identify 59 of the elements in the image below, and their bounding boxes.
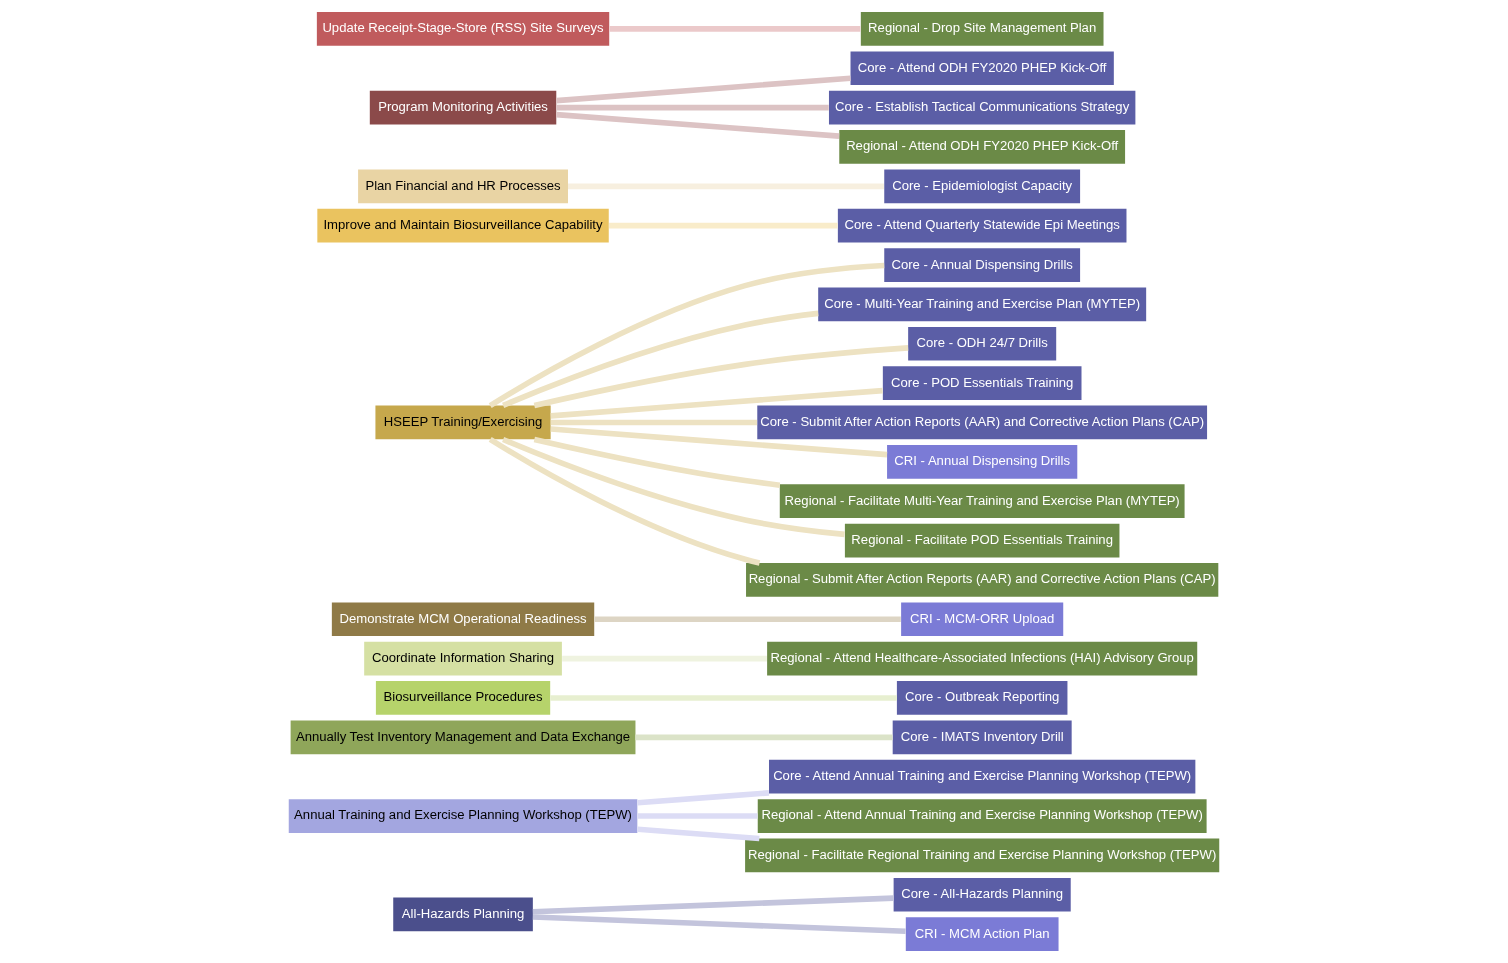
node-box: CRI - MCM-ORR Upload — [901, 602, 1064, 637]
node-box: Core - Outbreak Reporting — [896, 681, 1068, 715]
node-box: Regional - Attend ODH FY2020 PHEP Kick-Off — [839, 130, 1126, 164]
node-box: HSEEP Training/Exercising — [375, 405, 551, 440]
connector — [550, 426, 888, 458]
connector — [488, 436, 761, 566]
connector — [562, 655, 767, 662]
node-box: Plan Financial and HR Processes — [358, 169, 568, 204]
connector — [533, 436, 781, 488]
connector — [550, 695, 897, 701]
node-box: Core - POD Essentials Training — [882, 366, 1082, 400]
connector — [488, 262, 885, 408]
node-box: Coordinate Information Sharing — [364, 641, 562, 676]
node-box: Annual Training and Exercise Planning Workshop (TEPW) — [288, 799, 638, 833]
connector — [609, 222, 838, 229]
connector — [502, 310, 819, 408]
node-box: Regional - Attend Healthcare-Associated Infections (HAI) Advisory Group — [767, 641, 1198, 676]
connector — [635, 734, 893, 741]
connector — [532, 895, 894, 915]
node-box: Regional - Facilitate POD Essentials Training — [844, 523, 1120, 558]
connector — [556, 111, 840, 139]
connector — [637, 790, 770, 806]
node-box: Core - IMATS Inventory Drill — [892, 720, 1072, 755]
node-box: Annually Test Inventory Management and Data Exchange — [290, 720, 636, 755]
connector — [637, 826, 760, 842]
node-box: Regional - Drop Site Management Plan — [860, 12, 1104, 46]
node-box: Core - ODH 24/7 Drills — [908, 326, 1057, 361]
node-box: Update Receipt-Stage-Store (RSS) Site Surveys — [316, 12, 610, 46]
connector — [556, 104, 829, 111]
connector — [568, 183, 884, 190]
connector — [556, 75, 851, 104]
connector — [533, 345, 909, 409]
node-box: Core - Establish Tactical Communications Strategy — [828, 90, 1136, 125]
connector — [609, 26, 861, 32]
node-box: Program Monitoring Activities — [369, 90, 557, 125]
connector — [594, 616, 901, 623]
connector — [550, 419, 758, 426]
node-box: Core - Attend Annual Training and Exercise Planning Workshop (TEPW) — [769, 759, 1196, 794]
node-box: Regional - Attend Annual Training and Exercise Planning Workshop (TEPW) — [757, 799, 1207, 833]
node-box: CRI - Annual Dispensing Drills — [887, 444, 1078, 479]
node-box: Core - Multi-Year Training and Exercise Plan (MYTEP) — [818, 287, 1147, 322]
node-box: Demonstrate MCM Operational Readiness — [331, 602, 595, 637]
node-box: Core - Annual Dispensing Drills — [884, 248, 1081, 282]
node-box: Regional - Facilitate Regional Training and Exercise Planning Workshop (TEPW) — [745, 838, 1220, 873]
connector — [550, 387, 883, 419]
node-box: Core - All-Hazards Planning — [893, 877, 1071, 912]
connector — [637, 813, 758, 819]
connector — [532, 914, 906, 935]
node-box: Improve and Maintain Biosurveillance Capability — [317, 208, 609, 243]
connector — [502, 436, 845, 538]
node-box: Core - Attend ODH FY2020 PHEP Kick-Off — [850, 51, 1114, 86]
node-box: Core - Epidemiologist Capacity — [884, 169, 1081, 204]
node-box: CRI - MCM Action Plan — [905, 917, 1059, 951]
node-box: Core - Submit After Action Reports (AAR) and Corrective Action Plans (CAP) — [757, 405, 1208, 440]
node-box: Regional - Submit After Action Reports (AAR) and Corrective Action Plans (CAP) — [746, 563, 1219, 597]
node-box: Core - Attend Quarterly Statewide Epi Meetings — [837, 208, 1127, 243]
node-box: All-Hazards Planning — [393, 897, 533, 932]
node-box: Biosurveillance Procedures — [375, 681, 551, 715]
node-box: Regional - Facilitate Multi-Year Training and Exercise Plan (MYTEP) — [779, 484, 1185, 519]
